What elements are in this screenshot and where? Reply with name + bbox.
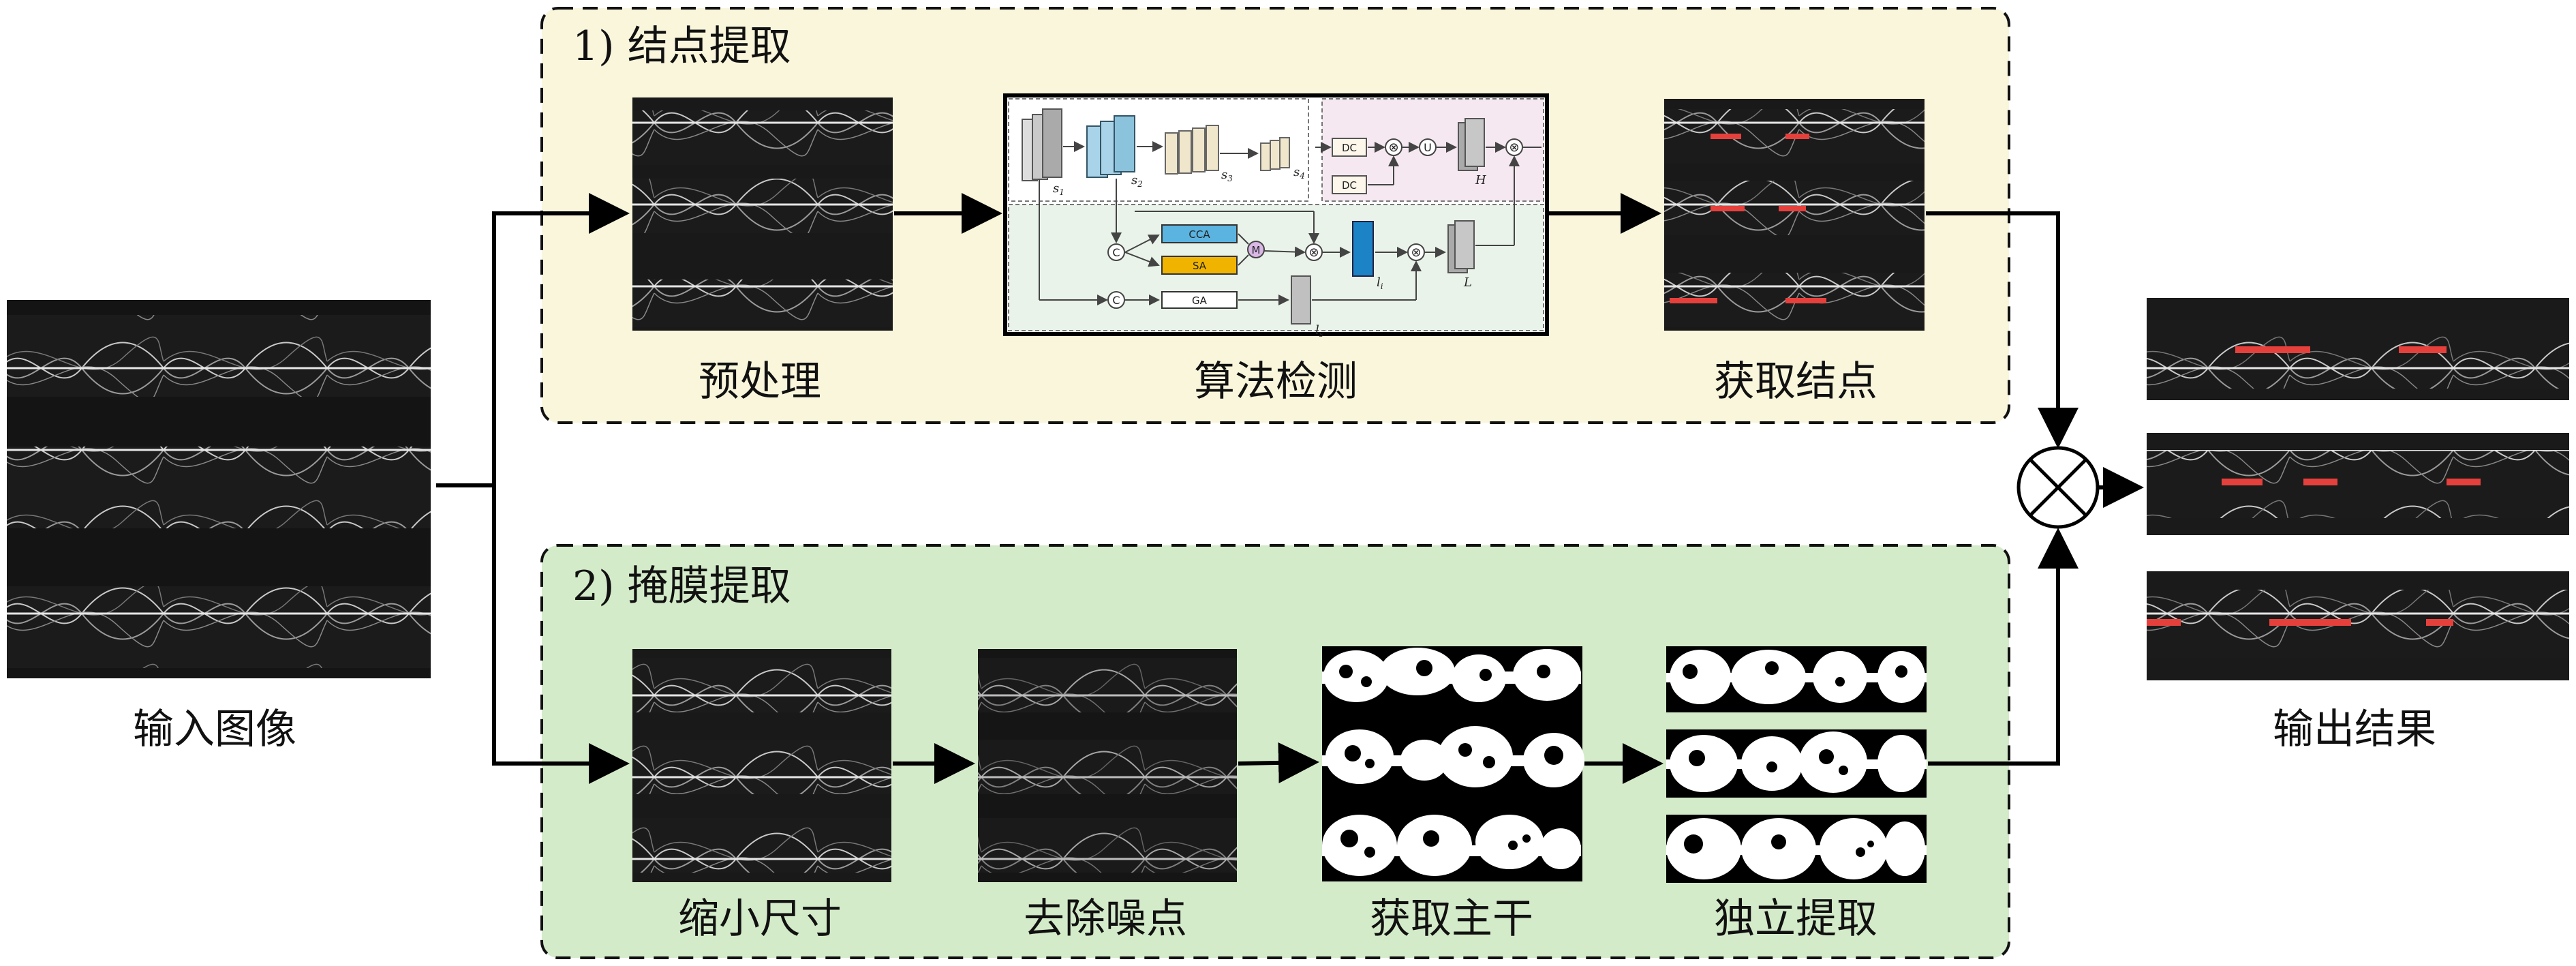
denoised-image bbox=[978, 649, 1237, 882]
svg-text:⊗: ⊗ bbox=[1388, 140, 1398, 155]
trunk-mask-image bbox=[1322, 646, 1584, 881]
output-images bbox=[2147, 298, 2569, 680]
svg-text:SA: SA bbox=[1193, 260, 1207, 272]
svg-text:DC: DC bbox=[1342, 142, 1357, 154]
dc-block-bottom bbox=[1332, 175, 1367, 194]
independent-extract-label: 独立提取 bbox=[1714, 895, 1877, 943]
detection-label: 算法检测 bbox=[1194, 358, 1358, 406]
dc-block-top bbox=[1332, 138, 1367, 157]
get-knots-label: 获取结点 bbox=[1714, 358, 1877, 406]
mask-extraction-panel bbox=[540, 544, 2010, 959]
merge-node bbox=[1247, 241, 1265, 258]
resize-label: 缩小尺寸 bbox=[678, 895, 842, 943]
encoder-stack-s4 bbox=[1260, 137, 1290, 171]
preprocess-label: 预处理 bbox=[699, 358, 821, 406]
sa-block bbox=[1161, 256, 1238, 275]
feature-li bbox=[1352, 221, 1374, 277]
svg-text:⊗: ⊗ bbox=[1509, 140, 1519, 155]
encoder-stack-s3 bbox=[1165, 125, 1219, 175]
svg-text:s1: s1 bbox=[1053, 181, 1064, 197]
get-trunk-label: 获取主干 bbox=[1370, 895, 1533, 943]
mask-extraction-title: 2) 掩膜提取 bbox=[572, 562, 791, 610]
denoise-label: 去除噪点 bbox=[1024, 895, 1187, 943]
connectors bbox=[436, 193, 2144, 784]
svg-text:GA: GA bbox=[1192, 295, 1208, 307]
svg-text:C: C bbox=[1112, 294, 1120, 307]
svg-text:L: L bbox=[1463, 275, 1472, 290]
ga-block bbox=[1161, 291, 1238, 309]
feature-ls bbox=[1291, 275, 1311, 324]
concat-node-ga bbox=[1107, 291, 1125, 309]
concat-node bbox=[1107, 243, 1125, 261]
svg-text:U: U bbox=[1424, 141, 1432, 154]
svg-text:M: M bbox=[1252, 244, 1261, 256]
svg-text:⊗: ⊗ bbox=[1308, 245, 1319, 260]
knot-extraction-title: 1) 结点提取 bbox=[572, 22, 791, 70]
preprocess-image bbox=[632, 97, 893, 331]
svg-text:DC: DC bbox=[1342, 179, 1357, 192]
encoder-stack-s2 bbox=[1086, 115, 1135, 178]
cca-block bbox=[1161, 224, 1238, 243]
input-label: 输入图像 bbox=[133, 706, 296, 753]
upsample-node bbox=[1419, 138, 1437, 156]
svg-text:s4: s4 bbox=[1293, 165, 1305, 181]
svg-text:H: H bbox=[1475, 173, 1486, 187]
svg-text:li: li bbox=[1377, 275, 1383, 291]
detection-network: s1 s2 s3 s4 DC DC ⊗ U H ⊗ C CCA bbox=[1003, 93, 1549, 339]
svg-text:ls: ls bbox=[1315, 323, 1323, 339]
svg-text:s2: s2 bbox=[1131, 173, 1143, 189]
independent-mask-images bbox=[1666, 646, 1927, 883]
output-label: 输出结果 bbox=[2273, 706, 2436, 753]
resized-image bbox=[632, 649, 891, 882]
encoder-stack-s1 bbox=[1022, 108, 1062, 181]
svg-text:s3: s3 bbox=[1221, 168, 1233, 183]
svg-text:⊗: ⊗ bbox=[1411, 245, 1421, 260]
fusion-multiply-node bbox=[2017, 446, 2100, 529]
input-image bbox=[7, 300, 431, 678]
knot-result-image bbox=[1664, 99, 1925, 331]
svg-text:CCA: CCA bbox=[1189, 228, 1210, 241]
svg-text:C: C bbox=[1112, 246, 1120, 259]
